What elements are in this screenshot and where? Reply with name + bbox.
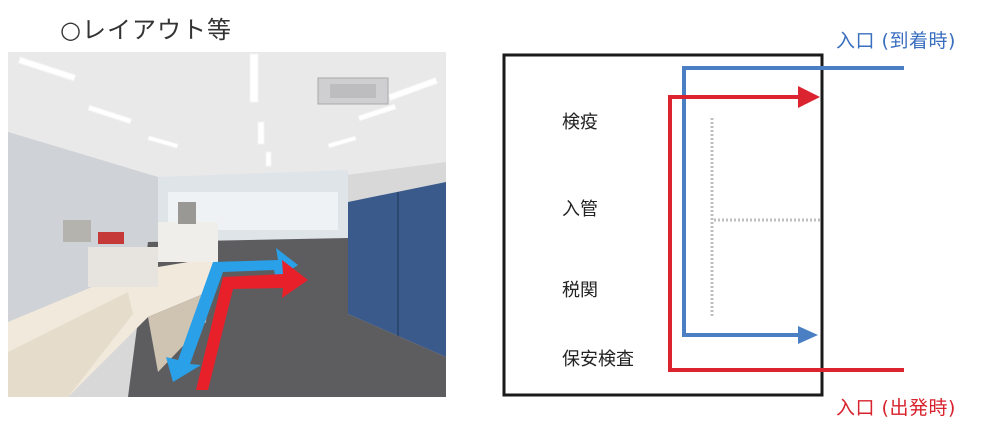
departure-arrowhead	[798, 86, 820, 108]
room-outline	[502, 53, 824, 397]
step-customs: 税関	[562, 280, 598, 301]
departure-route	[668, 95, 904, 372]
arrival-route	[682, 66, 904, 337]
departure-entrance-label: 入口 (出発時)	[836, 397, 956, 419]
step-quarantine: 検疫	[562, 112, 598, 133]
arrival-entrance-label: 入口 (到着時)	[836, 30, 956, 52]
step-security-check: 保安検査	[562, 349, 634, 370]
step-immigration: 入管	[562, 199, 598, 220]
arrival-arrowhead	[798, 326, 818, 344]
layout-photo	[8, 52, 446, 397]
section-title: ○レイアウト等	[60, 16, 232, 44]
partition-lines	[710, 118, 820, 318]
